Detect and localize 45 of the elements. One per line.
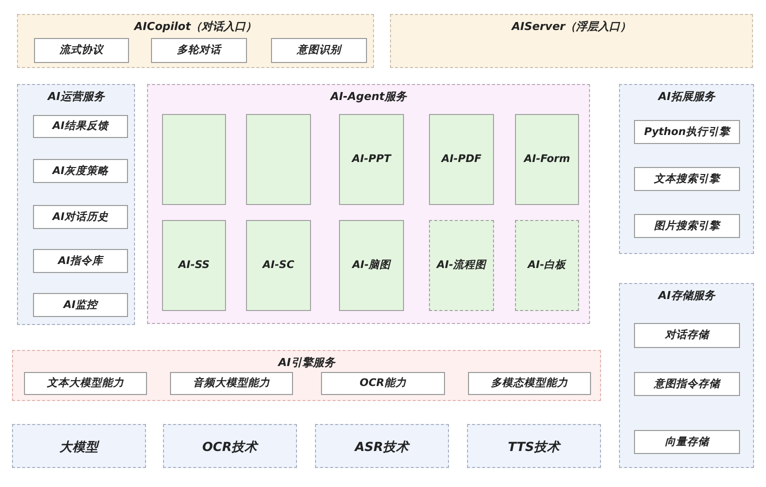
component-box: AI灰度策略 [33, 159, 128, 183]
group-title: AICopilot（对话入口） [134, 20, 257, 33]
technology-box: 大模型 [12, 424, 146, 468]
group-title: AI拓展服务 [658, 90, 715, 103]
group-title: AI存储服务 [658, 289, 715, 302]
component-box: AI对话历史 [33, 205, 128, 229]
agent-module-box: AI-流程图 [429, 220, 494, 311]
agent-module-box: AI-Form [515, 114, 579, 205]
component-box: 多轮对话 [151, 38, 247, 63]
component-box: AI结果反馈 [33, 115, 128, 138]
component-box: AI指令库 [33, 249, 128, 273]
agent-module-box: AI-脑图 [339, 220, 404, 311]
agent-module-box [246, 114, 311, 205]
service-panel [147, 84, 590, 324]
technology-box: ASR技术 [315, 424, 449, 468]
component-box: OCR能力 [321, 372, 445, 395]
component-box: 对话存储 [634, 323, 740, 348]
agent-module-box [162, 114, 226, 205]
component-box: 流式协议 [34, 38, 129, 63]
service-panel [17, 84, 135, 325]
group-title: AI-Agent服务 [330, 90, 407, 103]
service-panel [619, 283, 754, 468]
entry-panel [17, 14, 374, 68]
component-box: 多模态模型能力 [468, 372, 591, 395]
agent-module-box: AI-白板 [515, 220, 579, 311]
service-panel [619, 84, 754, 254]
component-box: 意图指令存储 [634, 372, 740, 396]
agent-module-box: AI-SS [162, 220, 226, 311]
component-box: 文本搜索引擎 [634, 167, 740, 191]
agent-module-box: AI-SC [246, 220, 311, 311]
component-box: 音频大模型能力 [170, 372, 293, 395]
technology-box: TTS技术 [467, 424, 601, 468]
component-box: 文本大模型能力 [24, 372, 147, 395]
component-box: 意图识别 [271, 38, 367, 63]
component-box: 向量存储 [634, 430, 740, 454]
agent-module-box: AI-PPT [339, 114, 404, 205]
group-title: AI引擎服务 [278, 356, 335, 369]
technology-box: OCR技术 [163, 424, 297, 468]
group-title: AI运营服务 [48, 90, 104, 103]
component-box: AI监控 [33, 293, 128, 317]
agent-module-box: AI-PDF [429, 114, 494, 205]
component-box: Python执行引擎 [634, 120, 740, 144]
service-panel [12, 350, 601, 401]
component-box: 图片搜索引擎 [634, 214, 740, 238]
entry-panel: AIServer（浮层入口） [390, 14, 753, 68]
